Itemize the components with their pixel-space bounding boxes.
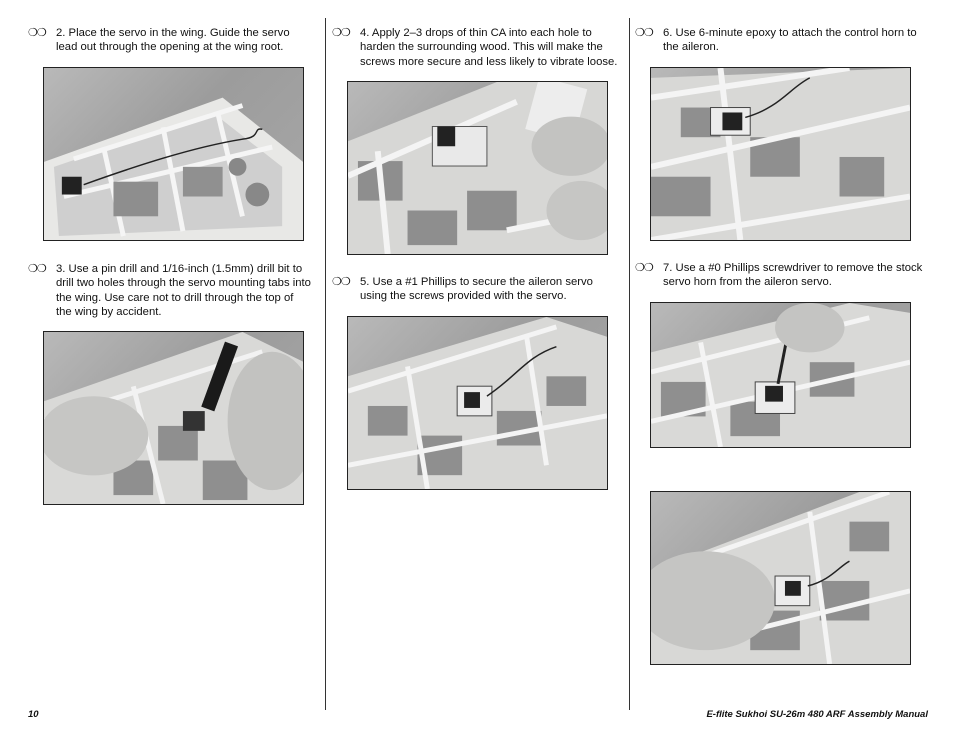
photo-step-2 bbox=[43, 67, 304, 241]
step-6-text: 6. Use 6-minute epoxy to attach the cont… bbox=[663, 27, 917, 54]
step-6: ❍❍ 6. Use 6-minute epoxy to attach the c… bbox=[635, 26, 927, 55]
step-4: ❍❍ 4. Apply 2–3 drops of thin CA into ea… bbox=[332, 26, 622, 69]
photo-step-7a bbox=[650, 302, 911, 448]
checkbox-icon: ❍❍ bbox=[635, 27, 654, 39]
photo-step-6 bbox=[650, 67, 911, 241]
column-divider-2 bbox=[629, 18, 630, 710]
checkbox-icon: ❍❍ bbox=[635, 262, 654, 274]
servo-horn-removal-illustration bbox=[651, 492, 910, 664]
manual-title: E-flite Sukhoi SU-26m 480 ARF Assembly M… bbox=[706, 709, 928, 720]
wing-servo-illustration bbox=[44, 97, 303, 240]
step-5-text: 5. Use a #1 Phillips to secure the ailer… bbox=[360, 276, 593, 303]
column-divider-1 bbox=[325, 18, 326, 710]
step-2: ❍❍ 2. Place the servo in the wing. Guide… bbox=[28, 26, 310, 55]
screwdriver-illustration bbox=[651, 303, 910, 447]
ca-glue-illustration bbox=[348, 82, 607, 254]
step-7: ❍❍ 7. Use a #0 Phillips screwdriver to r… bbox=[635, 261, 927, 290]
photo-step-5 bbox=[347, 316, 608, 490]
checkbox-icon: ❍❍ bbox=[28, 263, 47, 275]
step-4-text: 4. Apply 2–3 drops of thin CA into each … bbox=[360, 27, 618, 68]
photo-step-4 bbox=[347, 81, 608, 255]
checkbox-icon: ❍❍ bbox=[28, 27, 47, 39]
step-3: ❍❍ 3. Use a pin drill and 1/16-inch (1.5… bbox=[28, 262, 312, 319]
photo-step-7b bbox=[650, 491, 911, 665]
step-7-text: 7. Use a #0 Phillips screwdriver to remo… bbox=[663, 262, 923, 289]
control-horn-illustration bbox=[651, 68, 910, 240]
checkbox-icon: ❍❍ bbox=[332, 276, 351, 288]
checkbox-icon: ❍❍ bbox=[332, 27, 351, 39]
photo-step-3 bbox=[43, 331, 304, 505]
drill-illustration bbox=[44, 332, 303, 504]
step-3-text: 3. Use a pin drill and 1/16-inch (1.5mm)… bbox=[56, 263, 311, 318]
servo-installed-illustration bbox=[348, 317, 607, 489]
step-5: ❍❍ 5. Use a #1 Phillips to secure the ai… bbox=[332, 275, 622, 304]
step-2-text: 2. Place the servo in the wing. Guide th… bbox=[56, 27, 290, 54]
page-number: 10 bbox=[28, 709, 39, 720]
